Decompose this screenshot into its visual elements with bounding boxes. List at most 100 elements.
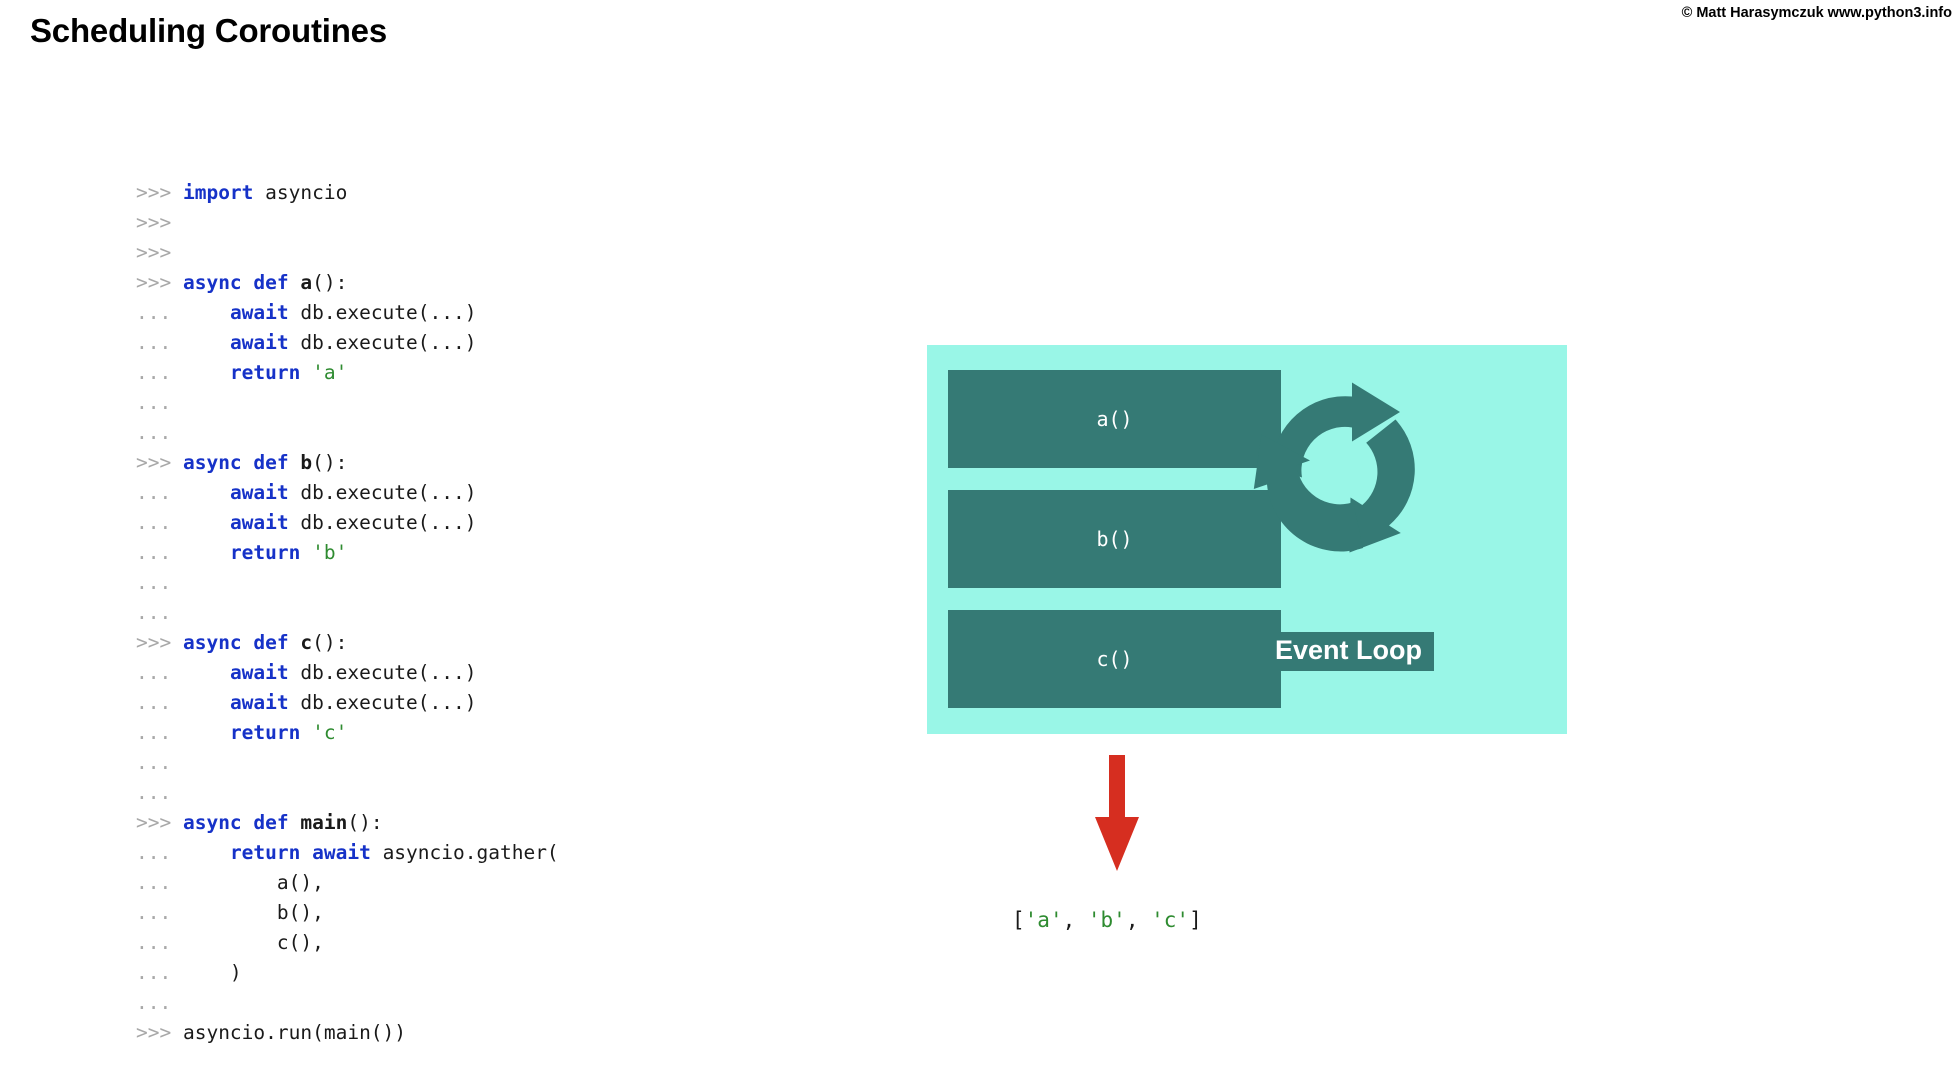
code-token [183, 331, 230, 354]
code-token [300, 541, 312, 564]
code-token: 'c' [1151, 908, 1190, 932]
code-token: await [229, 331, 289, 354]
code-token: await [229, 301, 289, 324]
code-token: await [229, 481, 289, 504]
code-token: ... [136, 571, 172, 594]
code-token: c(), [182, 931, 324, 954]
code-token: ... [136, 871, 183, 894]
code-token: db.execute(...) [288, 481, 477, 504]
code-line: ... await db.execute(...) [136, 508, 559, 538]
code-token: ... [136, 661, 183, 684]
code-token [183, 541, 230, 564]
code-line: ... a(), [136, 868, 559, 898]
code-token: >>> [136, 211, 172, 234]
code-token: ... [136, 691, 183, 714]
code-line: >>> [136, 208, 559, 238]
code-token: db.execute(...) [288, 661, 477, 684]
code-line: >>> async def c(): [136, 628, 559, 658]
code-token: asyncio.gather( [370, 841, 559, 864]
code-token: ... [136, 931, 183, 954]
code-line: ... return 'c' [136, 718, 559, 748]
code-token [183, 691, 230, 714]
code-token [300, 361, 312, 384]
code-token: b(), [182, 901, 324, 924]
code-token: (): [312, 631, 348, 654]
code-token: 'c' [312, 721, 348, 744]
code-token: db.execute(...) [288, 331, 477, 354]
code-token [183, 301, 230, 324]
code-token: async def [182, 451, 301, 474]
code-line: ... [136, 388, 559, 418]
code-line: ... await db.execute(...) [136, 478, 559, 508]
code-token: (): [312, 271, 348, 294]
code-token: ... [136, 511, 183, 534]
code-line: >>> [136, 238, 559, 268]
code-token: (): [312, 451, 348, 474]
code-token: c [300, 631, 313, 654]
code-token [183, 511, 230, 534]
code-token: ... [136, 361, 183, 384]
code-token: ... [136, 301, 183, 324]
code-token: , [1062, 908, 1088, 932]
code-line: ... return await asyncio.gather( [136, 838, 559, 868]
code-token: ... [136, 751, 172, 774]
code-line: ... [136, 598, 559, 628]
code-token: return [229, 721, 301, 744]
code-token: asyncio.run(main()) [182, 1021, 407, 1044]
code-token: a(), [182, 871, 324, 894]
code-token: ... [136, 331, 183, 354]
code-token: >>> [136, 271, 183, 294]
code-line: >>> async def a(): [136, 268, 559, 298]
code-token: ... [136, 991, 172, 1014]
code-token: 'a' [1024, 908, 1063, 932]
code-token: ... [136, 781, 172, 804]
copyright-notice: © Matt Harasymczuk www.python3.info [1681, 5, 1952, 21]
coroutine-box-a: a() [948, 370, 1281, 468]
code-token: ) [182, 961, 242, 984]
code-token [183, 721, 230, 744]
code-token: await [229, 661, 289, 684]
code-token: >>> [136, 1021, 183, 1044]
code-token: 'b' [1087, 908, 1126, 932]
code-token: ... [136, 961, 183, 984]
code-token: ... [136, 421, 172, 444]
code-line: ... ) [136, 958, 559, 988]
code-line: ... [136, 778, 559, 808]
code-token: ... [136, 541, 183, 564]
code-token: >>> [136, 811, 183, 834]
code-token: ] [1189, 908, 1202, 932]
code-line: ... return 'b' [136, 538, 559, 568]
code-line: ... [136, 748, 559, 778]
code-token: asyncio [253, 181, 348, 204]
code-token [183, 661, 230, 684]
event-loop-diagram: a() b() c() Event Loop [927, 345, 1567, 734]
code-token: 'a' [312, 361, 348, 384]
code-token: 'b' [312, 541, 348, 564]
code-line: ... [136, 418, 559, 448]
code-token: return [229, 361, 301, 384]
code-token: b [300, 451, 313, 474]
code-token: main [300, 811, 348, 834]
code-token: async def [182, 631, 301, 654]
code-token: >>> [136, 631, 183, 654]
code-line: >>> asyncio.run(main()) [136, 1018, 559, 1048]
code-token: return await [229, 841, 371, 864]
code-token: >>> [136, 241, 172, 264]
code-token: (): [347, 811, 383, 834]
code-line: >>> async def b(): [136, 448, 559, 478]
page-title: Scheduling Coroutines [30, 12, 387, 49]
down-arrow-icon [1095, 755, 1139, 871]
code-token: ... [136, 901, 183, 924]
coroutine-box-b: b() [948, 490, 1281, 588]
code-token: db.execute(...) [288, 301, 477, 324]
code-token: db.execute(...) [288, 691, 477, 714]
code-token: await [229, 691, 289, 714]
python-repl-code-block: >>> import asyncio>>>>>>>>> async def a(… [136, 178, 559, 1048]
code-line: ... await db.execute(...) [136, 298, 559, 328]
code-token [183, 841, 230, 864]
coroutine-box-c: c() [948, 610, 1281, 708]
code-line: ... await db.execute(...) [136, 658, 559, 688]
circular-arrows-icon [1244, 370, 1444, 570]
code-token: db.execute(...) [288, 511, 477, 534]
code-token [183, 361, 230, 384]
